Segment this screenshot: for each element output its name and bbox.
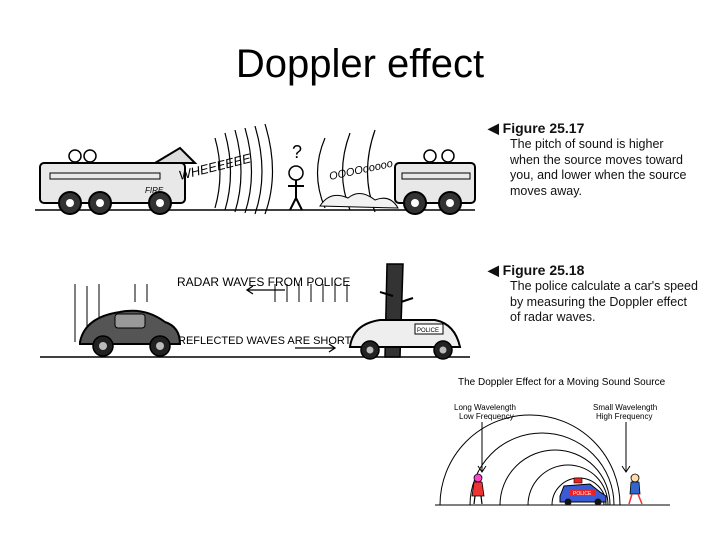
- caption-2-line: by measuring the Doppler effect: [510, 294, 687, 309]
- triangle-pointer-icon: ◀: [488, 262, 499, 278]
- small-police-car: POLICE: [559, 477, 607, 506]
- left-label-2: Low Frequency: [459, 412, 514, 421]
- doppler-wavefront-diagram: The Doppler Effect for a Moving Sound So…: [435, 377, 670, 506]
- left-label-1: Long Wavelength: [454, 403, 516, 412]
- question-mark: ?: [292, 142, 302, 162]
- caption-1-line: The pitch of sound is higher: [510, 137, 664, 151]
- right-listener: [628, 473, 643, 505]
- police-car: POLICE: [348, 319, 462, 360]
- figure-caption-1: ◀ Figure 25.17 The pitch of sound is hig…: [488, 120, 716, 199]
- caption-2-line: of radar waves.: [510, 310, 596, 324]
- fire-truck-right: [394, 149, 476, 215]
- speeding-car: [79, 309, 182, 357]
- right-label-2: High Frequency: [596, 412, 652, 421]
- radar-label-top: RADAR WAVES FROM POLICE: [177, 275, 350, 289]
- listener-person: ?: [288, 142, 304, 211]
- figure-number-1: ◀ Figure 25.17: [488, 120, 716, 137]
- wavefront-diagram-title: The Doppler Effect for a Moving Sound So…: [458, 377, 666, 388]
- fire-truck-illustration: FIRE WHEEEEEE ? OOOOooooo: [35, 123, 476, 215]
- left-listener: [471, 473, 485, 505]
- caption-1-line: when the source moves toward: [510, 152, 684, 167]
- caption-2-line: The police calculate a car's speed: [510, 279, 698, 293]
- figure-number-2: ◀ Figure 25.18: [488, 262, 716, 279]
- right-label-1: Small Wavelength: [593, 403, 657, 412]
- small-police-car-label: POLICE: [573, 491, 592, 497]
- caption-1-line: moves away.: [510, 183, 583, 198]
- slide-title: Doppler effect: [235, 42, 485, 86]
- caption-1-line: you, and lower when the source: [510, 168, 687, 182]
- compressed-sound-waves: [214, 123, 274, 215]
- figure-number-2-text: Figure 25.18: [502, 262, 585, 278]
- police-car-label: POLICE: [417, 328, 439, 334]
- figure-caption-2: ◀ Figure 25.18 The police calculate a ca…: [488, 262, 716, 326]
- radar-illustration: RADAR WAVES FROM POLICE REFLECTED WAVES …: [40, 263, 470, 360]
- fire-truck-left: FIRE: [39, 146, 198, 215]
- triangle-pointer-icon: ◀: [488, 120, 499, 136]
- truck-label-left: FIRE: [145, 186, 164, 195]
- radar-label-bottom: REFLECTED WAVES ARE SHORTER: [178, 335, 367, 347]
- sound-low-text: OOOOooooo: [328, 158, 394, 183]
- figure-number-1-text: Figure 25.17: [502, 120, 585, 136]
